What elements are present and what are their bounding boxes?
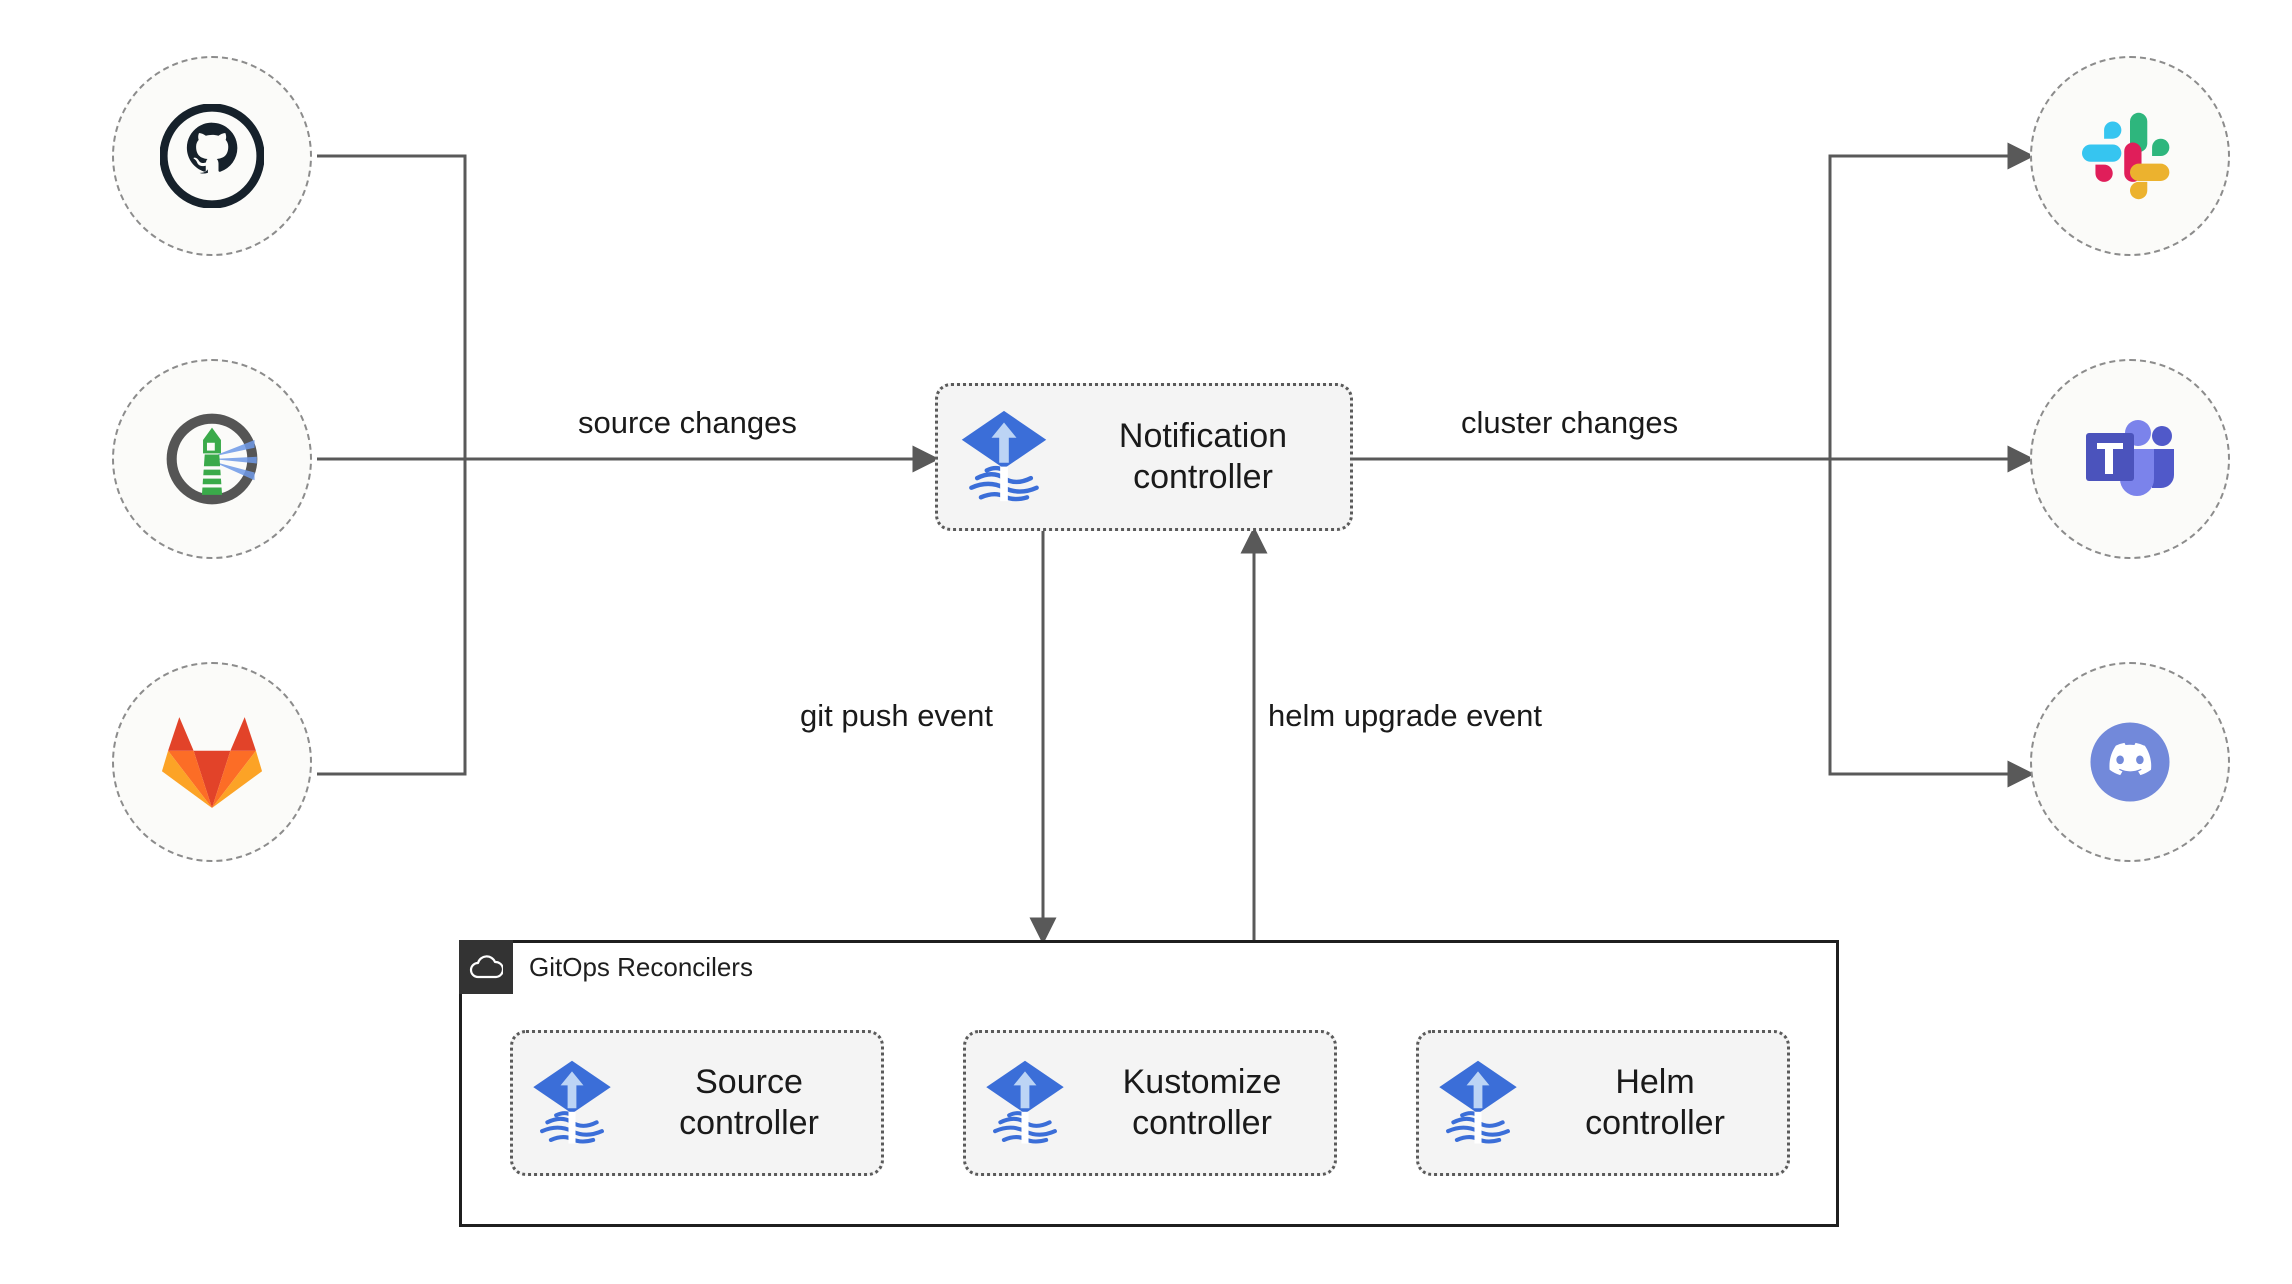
notification-controller-box[interactable]: Notification controller (935, 383, 1353, 531)
source-node-gitlab[interactable] (112, 662, 312, 862)
edge-cluster-changes-slack (1828, 142, 2035, 459)
flux-icon (966, 1055, 1084, 1151)
cloud-icon (459, 940, 513, 994)
flux-icon (1419, 1055, 1537, 1151)
kustomize-controller-label: Kustomize controller (1122, 1062, 1282, 1142)
source-node-helm[interactable] (112, 359, 312, 559)
edge-label-cluster-changes: cluster changes (1461, 405, 1679, 440)
notification-controller-label: Notification controller (1118, 416, 1288, 496)
edge-label-source-changes: source changes (578, 405, 797, 440)
flux-icon (938, 405, 1070, 509)
edge-label-git-push-event: git push event (800, 698, 994, 733)
helm-icon (156, 403, 268, 515)
source-controller-box[interactable]: Source controller (510, 1030, 884, 1176)
source-node-github[interactable] (112, 56, 312, 256)
edge-cluster-changes-discord (1828, 459, 2035, 788)
gitops-reconcilers-title: GitOps Reconcilers (529, 951, 753, 982)
kustomize-controller-box[interactable]: Kustomize controller (963, 1030, 1337, 1176)
slack-icon (2082, 108, 2178, 204)
source-controller-label: Source controller (679, 1062, 819, 1142)
gitops-reconcilers-header: GitOps Reconcilers (459, 940, 753, 994)
helm-controller-label: Helm controller (1585, 1062, 1725, 1142)
github-icon (160, 104, 264, 208)
microsoft-teams-icon (2080, 413, 2180, 505)
gitlab-icon (160, 714, 264, 810)
destination-node-discord[interactable] (2030, 662, 2230, 862)
edge-sources-trunk (317, 154, 467, 776)
discord-icon (2078, 710, 2182, 814)
helm-controller-box[interactable]: Helm controller (1416, 1030, 1790, 1176)
destination-node-microsoft-teams[interactable] (2030, 359, 2230, 559)
flux-icon (513, 1055, 631, 1151)
destination-node-slack[interactable] (2030, 56, 2230, 256)
edge-label-helm-upgrade-event: helm upgrade event (1268, 698, 1543, 733)
